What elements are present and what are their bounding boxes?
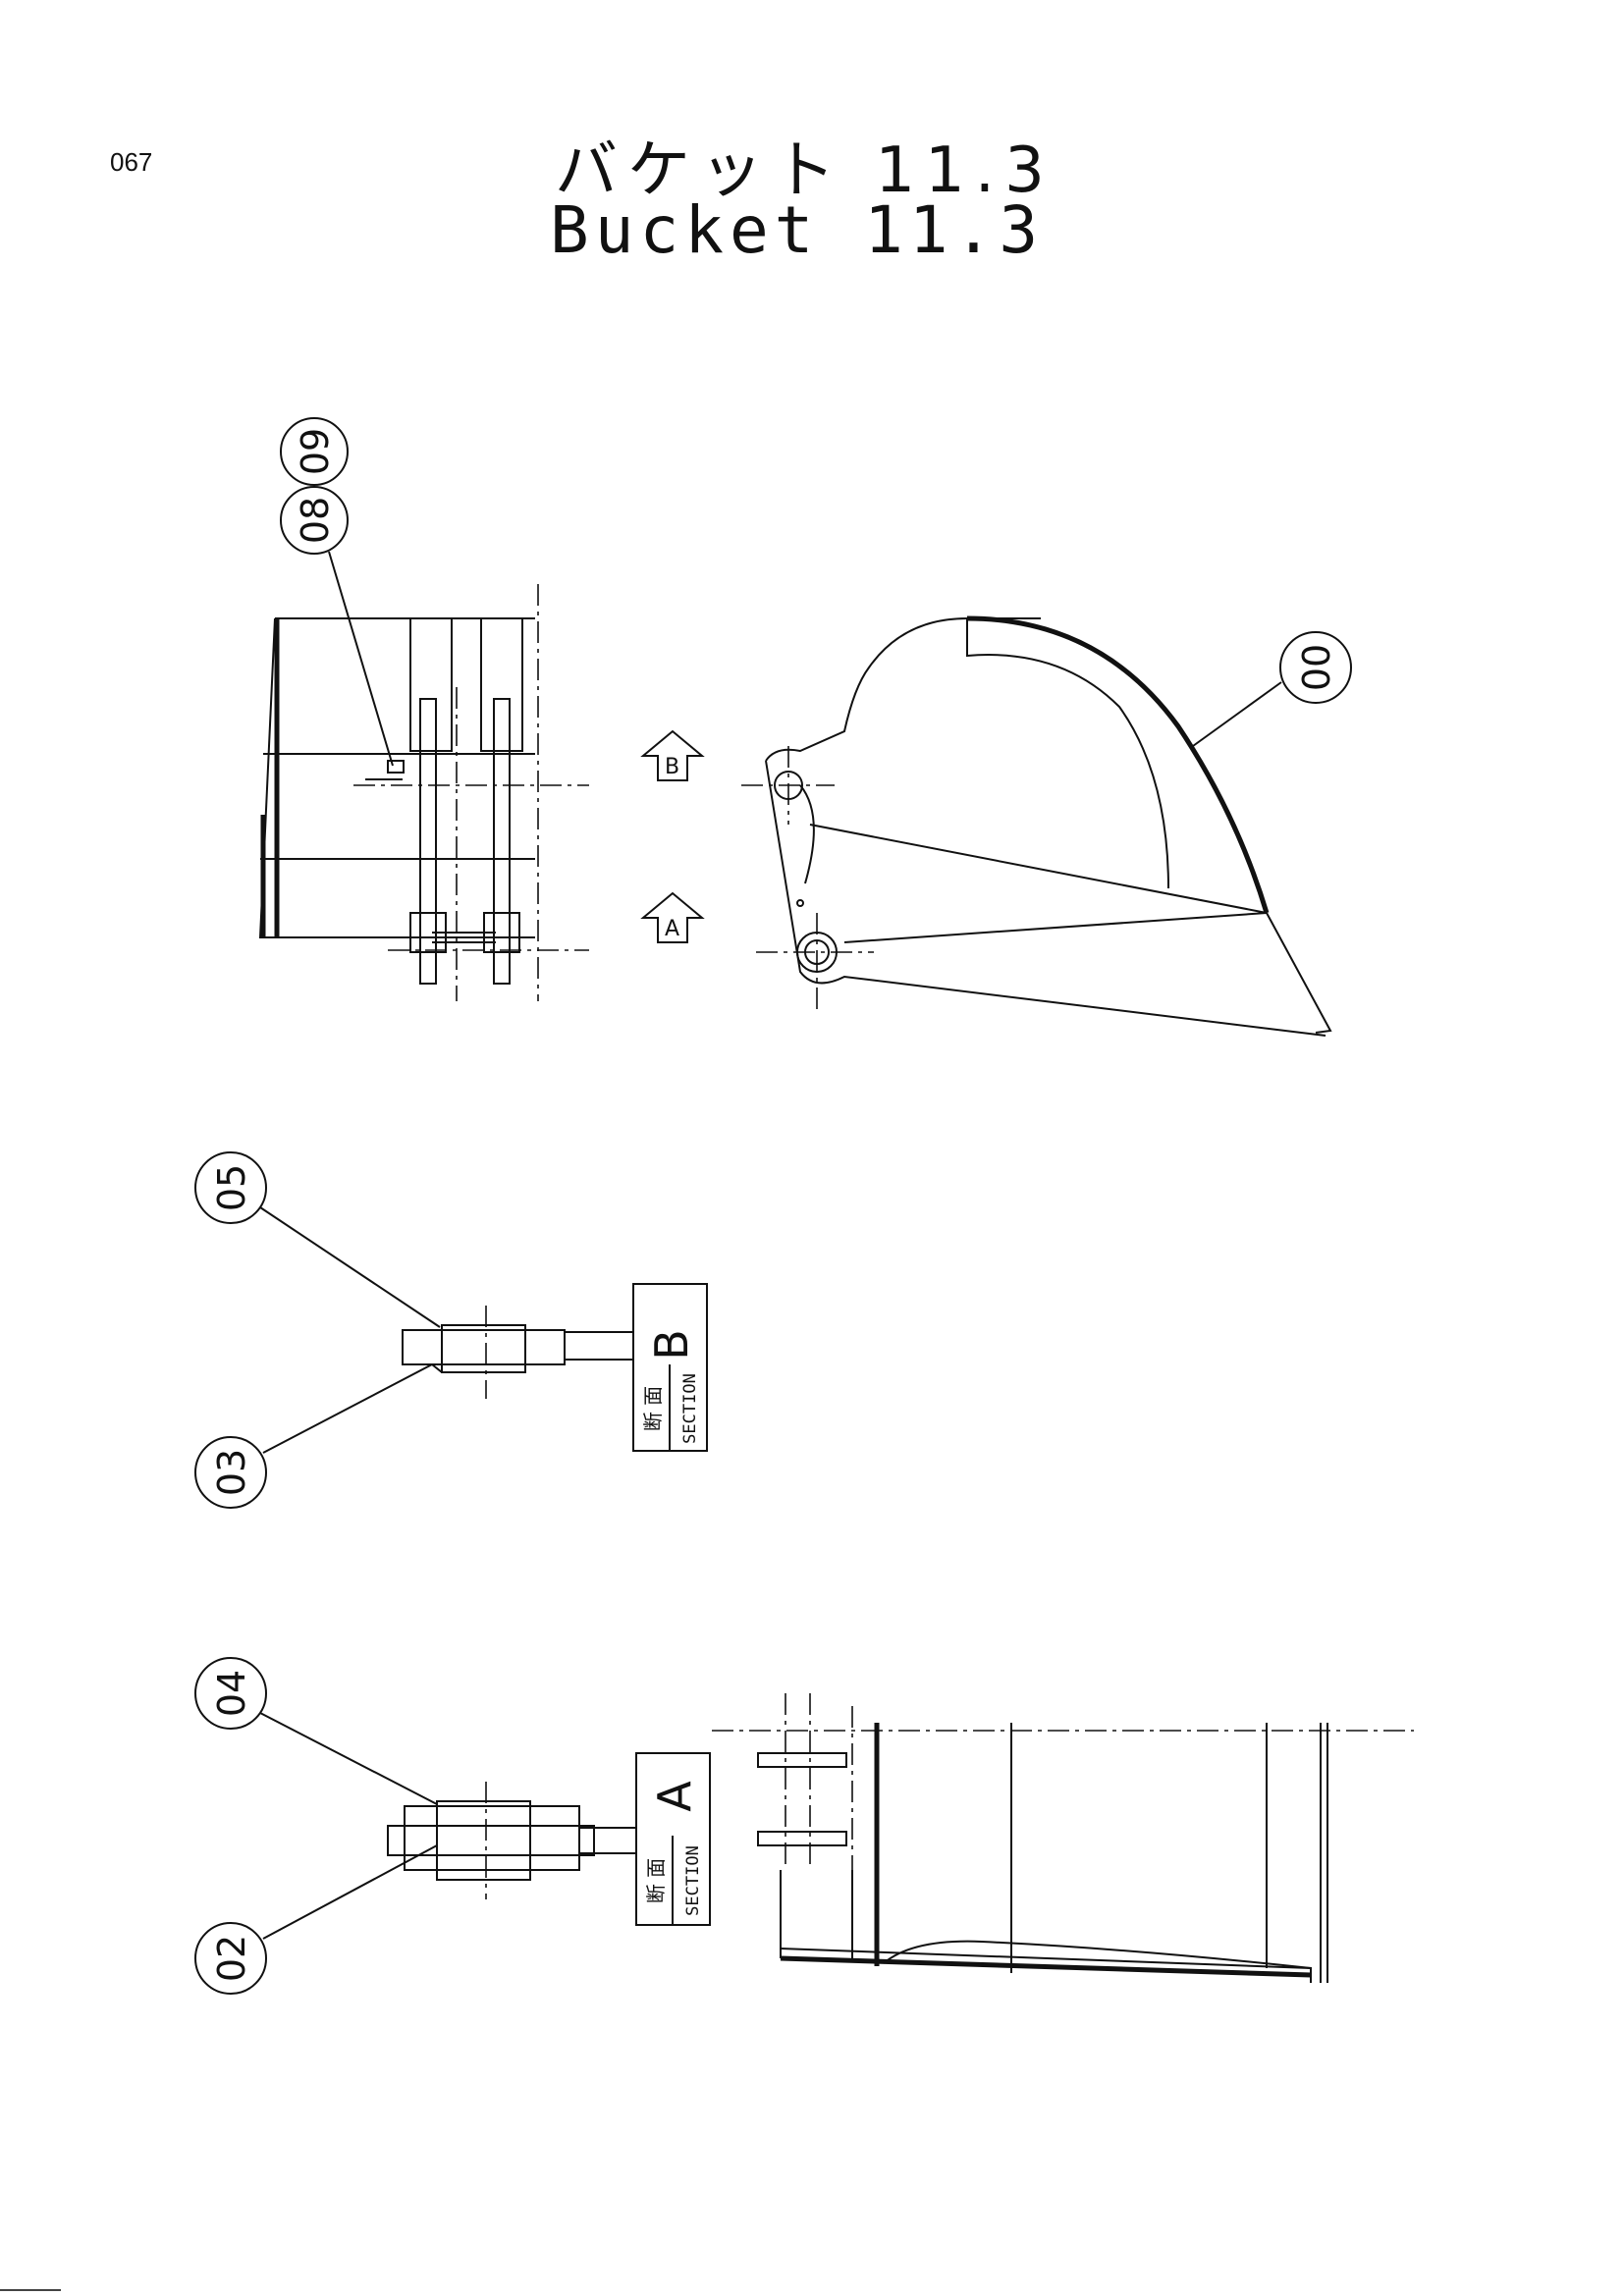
callout-02: 02 (194, 1844, 438, 1995)
callout-09-label: 09 (294, 428, 337, 475)
callout-04: 04 (194, 1657, 438, 1805)
callout-05-label: 05 (210, 1164, 253, 1211)
view-arrow-a: A (640, 891, 705, 943)
section-a-word: SECTION (683, 1845, 703, 1916)
page-title-japanese: バケット 11.3 (555, 134, 1055, 207)
view-arrow-a-letter: A (665, 917, 679, 941)
callout-05: 05 (194, 1151, 441, 1328)
callout-00-label: 00 (1295, 644, 1338, 691)
footer-rule (0, 2289, 61, 2291)
section-b-label: B 断 面 SECTION (632, 1283, 708, 1452)
bucket-front-view (258, 584, 589, 1001)
callout-08: 08 (280, 486, 394, 767)
section-a-letter: A (648, 1781, 701, 1812)
callout-00: 00 (1192, 631, 1352, 747)
view-arrow-b-letter: B (665, 755, 679, 779)
view-arrow-b: B (640, 729, 705, 781)
page-title-english: Bucket 11.3 (550, 192, 1045, 268)
callout-03-label: 03 (210, 1449, 253, 1496)
section-b-detail (402, 1306, 633, 1399)
bucket-bottom-view (712, 1693, 1414, 1983)
section-a-detail (387, 1782, 636, 1899)
section-b-kanji: 断 面 (641, 1386, 665, 1431)
section-a-kanji: 断 面 (644, 1858, 668, 1903)
section-b-word: SECTION (680, 1373, 700, 1444)
callout-08-label: 08 (294, 497, 337, 544)
section-b-letter: B (645, 1329, 698, 1361)
section-a-label: A 断 面 SECTION (635, 1752, 711, 1926)
bucket-side-view (741, 615, 1332, 1037)
page-number: 067 (110, 147, 153, 177)
callout-02-label: 02 (210, 1935, 253, 1982)
callout-03: 03 (194, 1363, 433, 1509)
callout-04-label: 04 (210, 1670, 253, 1717)
callout-09: 09 (280, 417, 349, 486)
